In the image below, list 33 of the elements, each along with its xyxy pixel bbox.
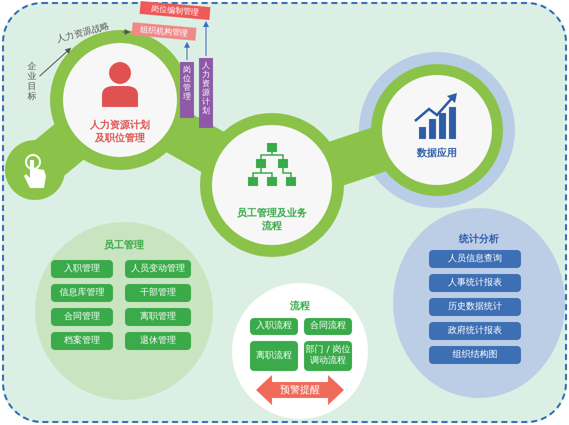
module-title: 人力资源计划及职位管理 [88,119,151,145]
feature-button: 离职管理 [125,308,191,326]
feature-button: 离职流程 [250,341,298,371]
feature-button: 合同流程 [304,318,352,335]
arc-label: 人力资源战略 [55,18,121,48]
feature-button: 部门 / 岗位调动流程 [304,341,352,371]
double-arrow [256,375,344,405]
arrow [203,21,209,56]
feature-button: 人员变动管理 [125,260,191,278]
module-title: 员工管理及业务流程 [237,207,307,233]
panel-heading: 员工管理 [103,238,145,252]
arrow [184,42,190,60]
panel-heading: 流程 [289,299,311,313]
module-title: 数据应用 [416,147,458,160]
feature-button: 退休管理 [125,332,191,350]
feature-button: 合同管理 [51,308,113,326]
feature-button: 政府统计报表 [429,322,521,340]
feature-button: 历史数据统计 [429,298,521,316]
feature-button: 组织结构图 [429,346,521,364]
arrow [39,48,72,77]
arc-band: 人力资源计划 [199,58,213,128]
feature-button: 人事统计报表 [429,274,521,292]
feature-button: 信息库管理 [51,284,113,302]
arc-band: 岗位管理 [180,62,194,118]
feature-button: 入职流程 [250,318,298,335]
feature-button: 入职管理 [51,260,113,278]
feature-button: 档案管理 [51,332,113,350]
arc-label: 企业目标 [26,62,38,104]
panel-heading: 统计分析 [458,232,500,246]
feature-button: 干部管理 [125,284,191,302]
arrow [122,29,131,35]
feature-button: 人员信息查询 [429,250,521,268]
arrow-label: 预警提醒 [279,384,321,397]
